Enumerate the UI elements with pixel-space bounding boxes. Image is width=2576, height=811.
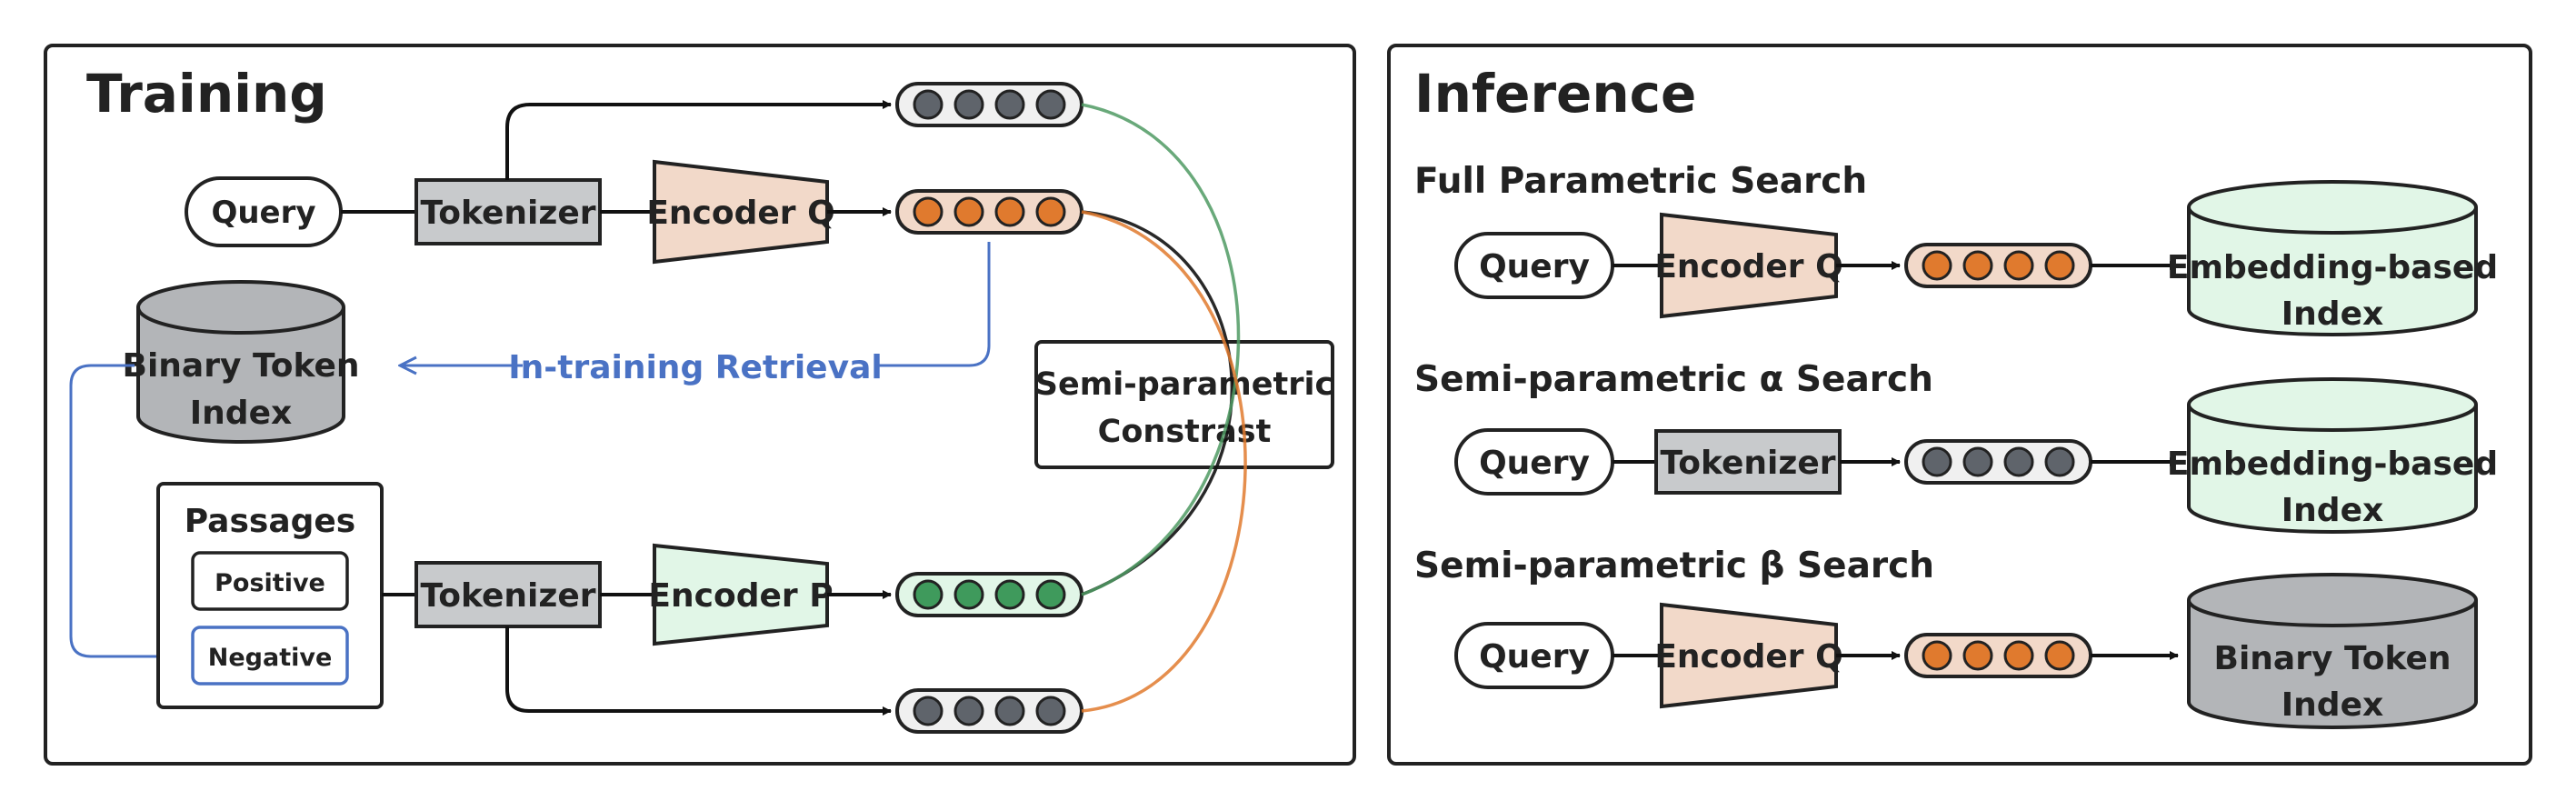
training-query-label: Query: [211, 195, 315, 231]
beta-index-line1: Binary Token: [2214, 640, 2451, 677]
training-encoder-p-label: Encoder P: [648, 577, 833, 615]
index-to-negative-arrow: [69, 364, 186, 656]
alpha-gray-vector: [1904, 439, 2092, 485]
training-index-line2: Index: [190, 395, 292, 432]
retrieval-line-right: [877, 242, 991, 367]
contrast-line1: Semi-parametric: [1035, 366, 1333, 403]
full-encoder-label: Encoder Q: [1654, 248, 1842, 285]
tokenizer-to-sparse-arrow: [505, 100, 892, 180]
in-training-retrieval-label: In-training Retrieval: [508, 349, 882, 386]
green-vector-passage: [895, 572, 1083, 617]
alpha-embedding-index: [2187, 377, 2478, 534]
semi-parametric-contrast-box: [1034, 340, 1334, 469]
negative-label: Negative: [208, 644, 333, 672]
tokenizer-to-sparse-bottom-arrow: [505, 626, 892, 716]
positive-box: [191, 551, 349, 611]
training-encoder-p: [653, 543, 829, 646]
full-encoder-q: [1660, 212, 1838, 319]
alpha-search-label: Semi-parametric α Search: [1414, 359, 1933, 400]
full-query-label: Query: [1479, 248, 1590, 285]
dense-query-sparse-passage-curve: [1081, 210, 1247, 713]
query-passage-curve: [1081, 210, 1233, 596]
training-encoder-q: [653, 159, 829, 265]
training-tokenizer-bottom-label: Tokenizer: [421, 577, 596, 615]
beta-search-label: Semi-parametric β Search: [1414, 546, 1934, 586]
alpha-query-label: Query: [1479, 445, 1590, 482]
alpha-index-line1: Embedding-based: [2167, 446, 2498, 483]
full-embedding-index: [2187, 180, 2478, 336]
full-index-line1: Embedding-based: [2167, 249, 2498, 286]
training-tokenizer-top-label: Tokenizer: [421, 195, 596, 232]
training-index-line1: Binary Token: [123, 347, 360, 385]
gray-vector-top: [895, 82, 1083, 127]
beta-index-line2: Index: [2281, 686, 2383, 724]
training-encoder-q-label: Encoder Q: [646, 195, 834, 232]
positive-label: Positive: [215, 569, 325, 597]
full-index-line2: Index: [2281, 295, 2383, 333]
passages-label: Passages: [185, 503, 355, 540]
sparse-query-dense-passage-curve: [1081, 103, 1241, 596]
beta-binary-token-index: [2187, 573, 2478, 729]
beta-encoder-q: [1660, 602, 1838, 709]
orange-vector-query: [895, 189, 1083, 235]
gray-vector-bottom: [895, 688, 1083, 734]
negative-box: [191, 626, 349, 686]
beta-encoder-label: Encoder Q: [1654, 638, 1842, 676]
alpha-index-line2: Index: [2281, 492, 2383, 529]
alpha-tokenizer: [1654, 429, 1842, 495]
beta-query-label: Query: [1479, 638, 1590, 676]
training-tokenizer-top: [414, 178, 602, 245]
full-orange-vector: [1904, 243, 2092, 288]
beta-orange-vector: [1904, 633, 2092, 678]
full-parametric-label: Full Parametric Search: [1414, 161, 1867, 202]
training-title: Training: [86, 63, 327, 125]
alpha-tokenizer-label: Tokenizer: [1661, 445, 1836, 482]
training-binary-token-index: [136, 280, 345, 444]
inference-title: Inference: [1414, 63, 1696, 125]
